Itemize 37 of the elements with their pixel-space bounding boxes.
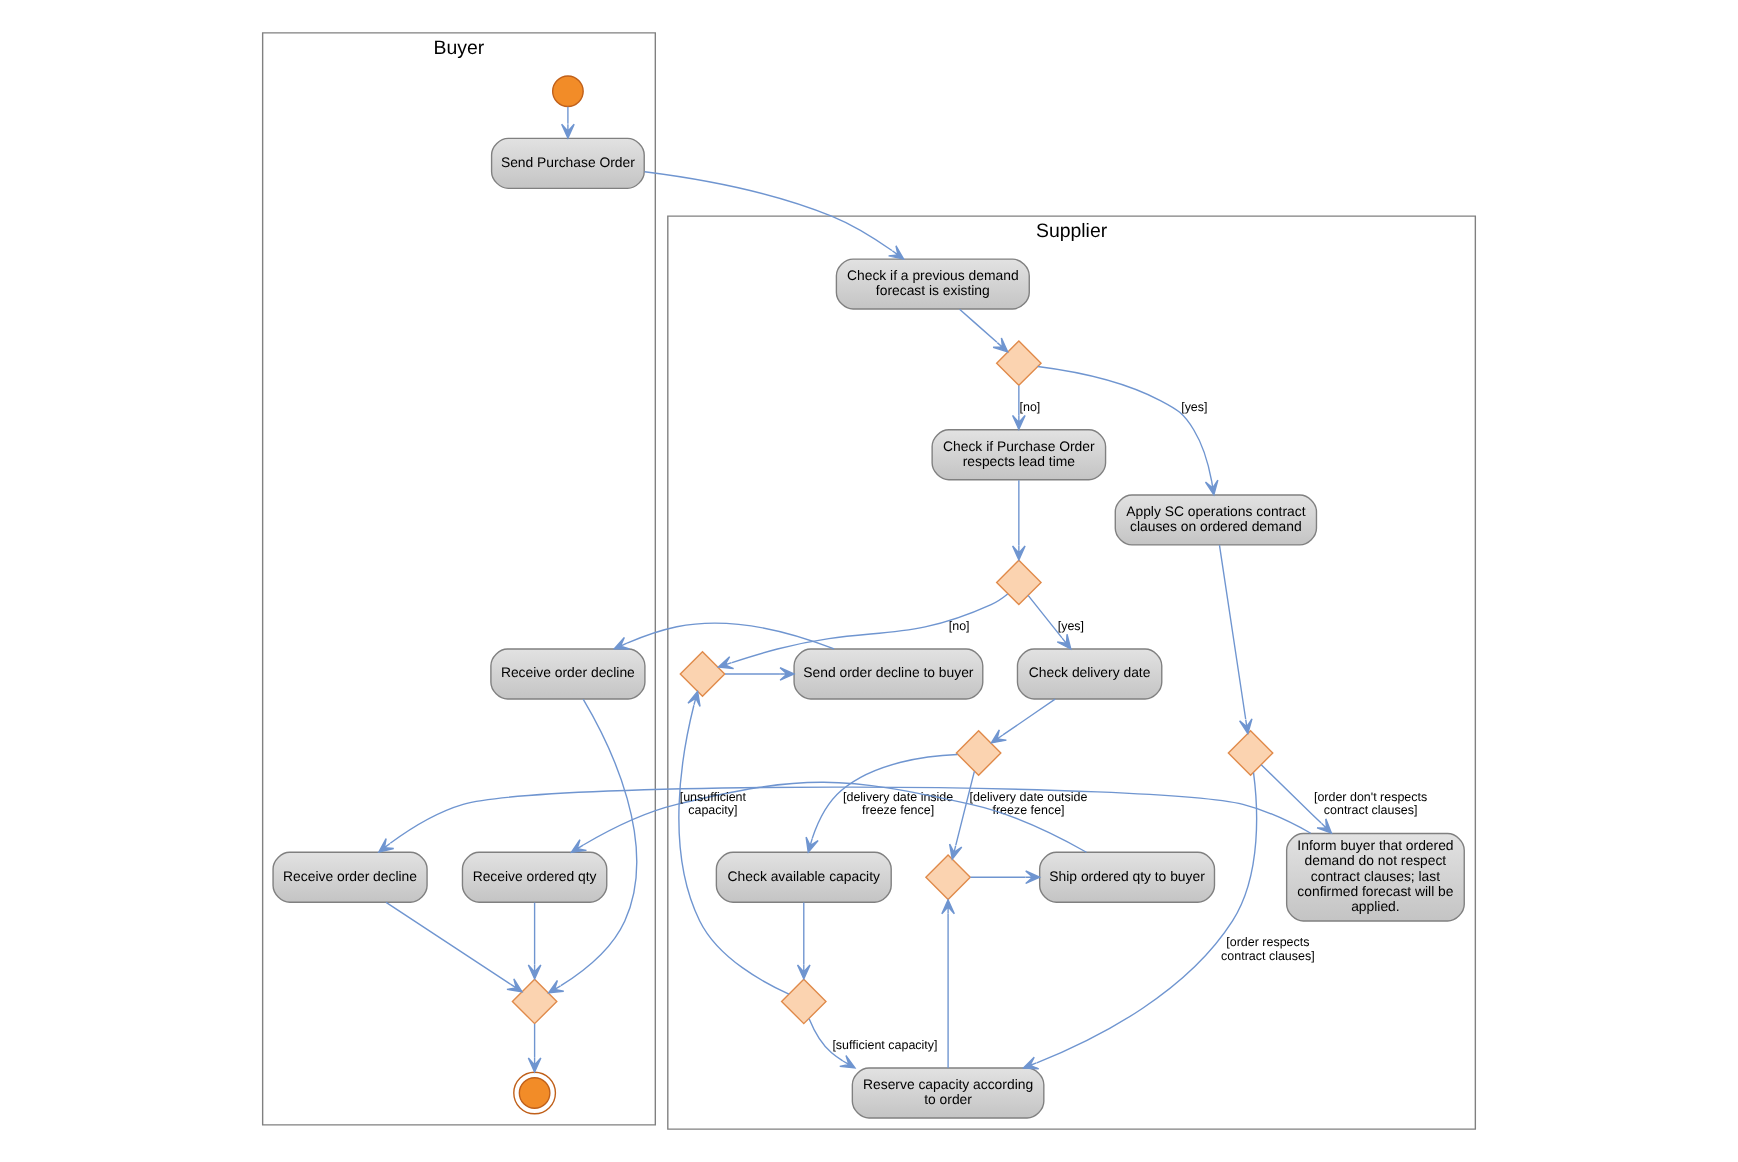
node-diamond — [780, 978, 827, 1025]
arrow — [547, 698, 638, 994]
arrow — [969, 870, 1041, 885]
arrow — [560, 105, 575, 139]
arrow — [724, 667, 795, 681]
arrow — [717, 593, 1009, 670]
node-diamond — [1227, 729, 1274, 777]
arrow — [1027, 594, 1072, 650]
arrow — [570, 781, 1088, 853]
node-diamond — [511, 978, 558, 1025]
arrow — [990, 698, 1056, 744]
arrow — [1022, 771, 1258, 1070]
node-diamond — [955, 729, 1002, 777]
arrow — [805, 753, 959, 853]
node-diamond — [995, 559, 1043, 606]
arrow — [613, 622, 835, 650]
node-diamond — [995, 339, 1043, 387]
arrow — [958, 308, 1009, 353]
node-diamond — [924, 854, 972, 901]
arrow — [1037, 365, 1219, 496]
arrow — [796, 901, 811, 980]
node-circle — [513, 1071, 557, 1115]
node-diamond — [679, 650, 726, 698]
arrow — [1218, 544, 1253, 735]
arrow — [941, 899, 956, 1069]
arrow — [1260, 764, 1333, 834]
arrow — [948, 770, 976, 860]
arrow — [808, 1018, 856, 1069]
arrow — [1011, 384, 1026, 430]
arrow — [385, 901, 523, 993]
arrow — [1011, 479, 1026, 561]
node-circle — [551, 75, 584, 108]
arrow — [643, 171, 905, 260]
arrow — [527, 901, 542, 980]
arrow — [378, 786, 1312, 853]
arrow — [678, 690, 790, 995]
arrow — [527, 1023, 542, 1073]
